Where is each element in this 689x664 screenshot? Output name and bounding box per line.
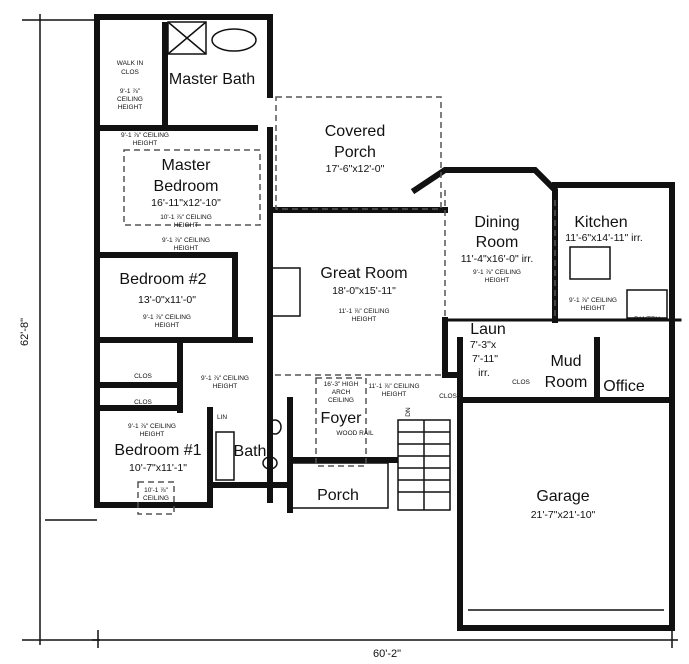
- bedroom2-size: 13'-0"x11'-0": [138, 294, 196, 306]
- foyer-ceiling-2: HEIGHT: [382, 391, 407, 398]
- kitchen-island: [569, 246, 611, 280]
- laundry-size-2: 7'-11": [472, 353, 498, 365]
- sink: [268, 419, 282, 435]
- covered-porch-label-2: Porch: [334, 144, 376, 161]
- great-room-ceiling-2: HEIGHT: [352, 316, 377, 323]
- bedroom2-label: Bedroom #2: [119, 271, 206, 288]
- shower: [167, 21, 207, 55]
- foyer-ceiling: 11'-1 ⅞" CEILING: [368, 383, 419, 390]
- master-bedroom-size: 16'-11"x12'-10": [151, 197, 221, 209]
- master-bedroom-ceiling-top: 9'-1 ⅞" CEILING: [121, 132, 169, 139]
- kitchen-size: 11'-6"x14'-11" irr.: [565, 232, 643, 244]
- walls: [94, 14, 682, 631]
- porch-label: Porch: [317, 487, 359, 504]
- great-room-ceiling: 11'-1 ⅞" CEILING: [338, 308, 389, 315]
- bedroom2-ceiling-2: HEIGHT: [155, 322, 180, 329]
- bedroom1-ceiling-top-2: HEIGHT: [140, 431, 165, 438]
- kitchen-label: Kitchen: [574, 214, 627, 231]
- hall-ceiling: 9'-1 ⅞" CEILING: [201, 375, 249, 382]
- closet-label: CLOS: [512, 379, 530, 386]
- garage-label: Garage: [536, 488, 589, 505]
- walk-in-closet-label-2: CLOS: [121, 69, 139, 76]
- foyer-arch-3: CEILING: [328, 397, 354, 404]
- master-bedroom-ceiling-mid-2: HEIGHT: [174, 222, 199, 229]
- walk-in-closet-ceiling-3: HEIGHT: [118, 104, 143, 111]
- walk-in-closet-label: WALK IN: [117, 60, 144, 67]
- bedroom1-ceiling-2: CEILING: [143, 495, 169, 502]
- laundry-size-3: irr.: [478, 367, 490, 379]
- hall-ceiling-2: HEIGHT: [213, 383, 238, 390]
- closet-label: CLOS: [439, 393, 457, 400]
- master-bedroom-label-2: Bedroom: [154, 178, 219, 195]
- dimension-lines: 62'-8" 60'-2": [19, 14, 678, 660]
- bedroom1-label: Bedroom #1: [114, 442, 201, 459]
- mud-room-label: Mud: [550, 353, 581, 370]
- stairs: [397, 419, 451, 511]
- dining-ceiling-2: HEIGHT: [485, 277, 510, 284]
- foyer-label: Foyer: [321, 410, 363, 427]
- tub: [215, 431, 235, 481]
- master-bedroom-ceiling-bot-2: HEIGHT: [174, 245, 199, 252]
- mud-room-label-2: Room: [545, 374, 588, 391]
- office-label: Office: [603, 378, 645, 395]
- bedroom1-ceiling: 10'-1 ⅞": [144, 487, 168, 494]
- dining-ceiling: 9'-1 ⅞" CEILING: [473, 269, 521, 276]
- kitchen-ceiling: 9'-1 ⅞" CEILING: [569, 297, 617, 304]
- stairs-down-label: DN: [405, 407, 412, 417]
- foyer-arch-2: ARCH: [332, 389, 351, 396]
- dining-room-label-2: Room: [476, 234, 519, 251]
- bath-label: Bath: [234, 443, 267, 460]
- great-room-size: 18'-0"x15'-11": [332, 285, 396, 297]
- foyer-arch: 16'-3" HIGH: [324, 381, 359, 388]
- bedroom1-ceiling-3: HEIGHT: [144, 503, 169, 510]
- dining-room-label: Dining: [474, 214, 519, 231]
- great-room-label: Great Room: [320, 265, 407, 282]
- covered-porch-label: Covered: [325, 123, 385, 140]
- pantry-label: PANTRY: [634, 316, 660, 323]
- closet-label: CLOS: [134, 373, 152, 380]
- bedroom1-size: 10'-7"x11'-1": [129, 462, 187, 474]
- laundry-label: Laun: [470, 321, 506, 338]
- walk-in-closet-ceiling-2: CEILING: [117, 96, 143, 103]
- bedroom1-ceiling-top: 9'-1 ⅞" CEILING: [128, 423, 176, 430]
- overall-depth-label: 62'-8": [19, 318, 31, 346]
- linen-label: LIN: [217, 414, 227, 421]
- walk-in-closet-ceiling: 9'-1 ⅞": [120, 88, 141, 95]
- closet-label: CLOS: [134, 399, 152, 406]
- overall-width-label: 60'-2": [373, 648, 401, 660]
- bathtub: [211, 28, 257, 52]
- garage-size: 21'-7"x21'-10": [531, 509, 596, 521]
- dining-room-size: 11'-4"x16'-0" irr.: [461, 253, 534, 265]
- ceiling-outlines: [123, 96, 556, 515]
- toilet: [262, 456, 278, 470]
- wood-rail-label: WOOD RAIL: [336, 430, 374, 437]
- laundry-size: 7'-3"x: [470, 339, 497, 351]
- master-bedroom-ceiling-top-2: HEIGHT: [133, 140, 158, 147]
- bedroom2-ceiling: 9'-1 ⅞" CEILING: [143, 314, 191, 321]
- master-bedroom-ceiling-bot: 9'-1 ⅞" CEILING: [162, 237, 210, 244]
- fireplace: [271, 267, 301, 317]
- master-bath-label: Master Bath: [169, 71, 255, 88]
- master-bedroom-label: Master: [162, 157, 212, 174]
- fixtures: [167, 21, 668, 481]
- kitchen-ceiling-2: HEIGHT: [581, 305, 606, 312]
- master-bedroom-ceiling-mid: 10'-1 ⅞" CEILING: [160, 214, 212, 221]
- room-labels: WALK IN CLOS 9'-1 ⅞" CEILING HEIGHT Mast…: [114, 60, 660, 521]
- pantry: [626, 289, 668, 319]
- covered-porch-size: 17'-6"x12'-0": [326, 163, 385, 175]
